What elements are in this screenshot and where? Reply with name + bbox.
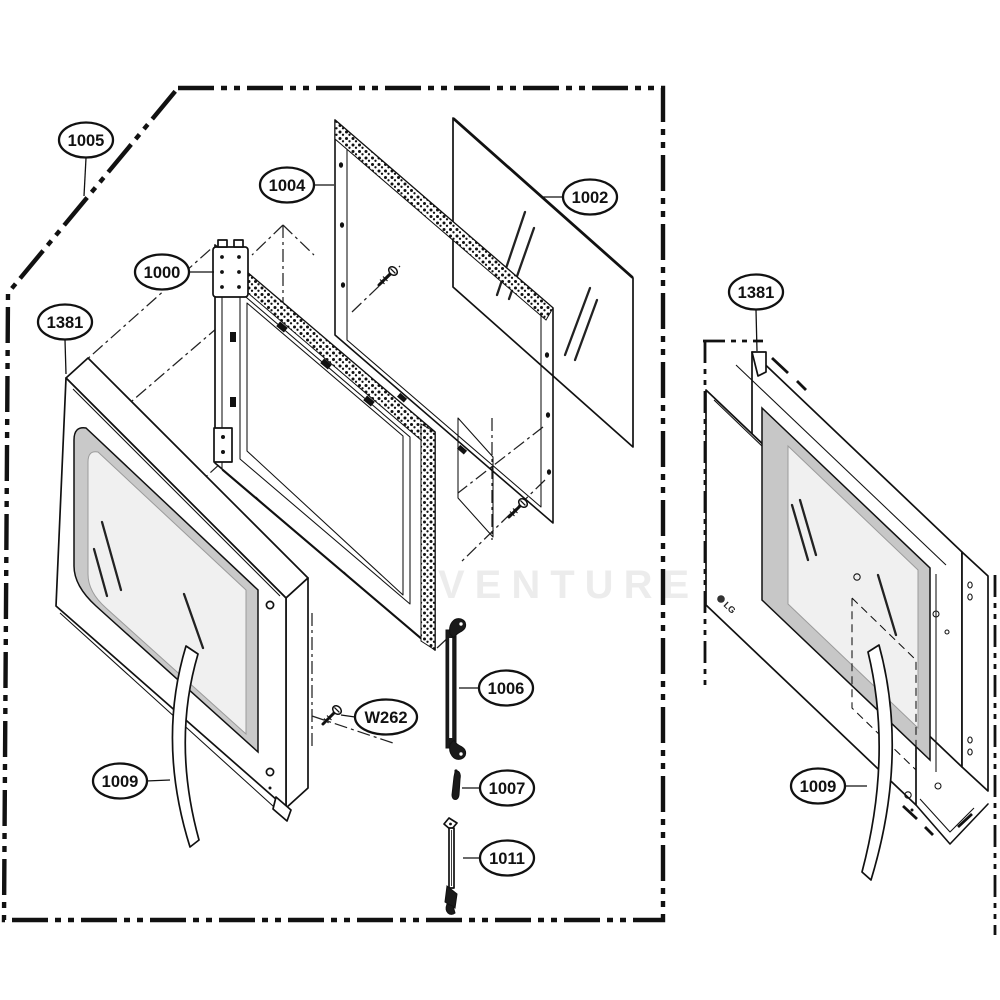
callout-1381-left: 1381 (36, 303, 94, 375)
assembled-door-handle (861, 644, 894, 881)
callout-1381-right: 1381 (727, 273, 785, 352)
callout-1011: 1011 (463, 839, 536, 877)
latch-lever-1011 (443, 817, 458, 915)
latch-pin-1007 (451, 769, 461, 800)
screw-middle-icon (507, 495, 531, 519)
callouts: 1005 1004 1002 1000 1381 1009 (36, 121, 867, 877)
latch-film-sheet (457, 417, 494, 538)
door-glass-1002 (452, 117, 634, 448)
svg-text:W262: W262 (364, 709, 407, 727)
door-body-1000 (212, 239, 436, 651)
panel-phantom-border (1, 85, 666, 923)
door-latch-1006 (445, 618, 467, 760)
inner-sheet (851, 597, 917, 771)
screw-top-icon (377, 263, 401, 287)
screw-w262-icon (321, 702, 345, 726)
exploded-view-panel (1, 85, 666, 923)
callout-1006: 1006 (459, 669, 535, 707)
svg-text:1005: 1005 (68, 132, 105, 150)
assembled-door-view: LG (703, 339, 997, 935)
callout-1009-right: 1009 (789, 767, 867, 805)
svg-text:1009: 1009 (102, 773, 139, 791)
svg-text:1006: 1006 (488, 680, 525, 698)
svg-text:1381: 1381 (47, 314, 84, 332)
callout-1005: 1005 (57, 121, 115, 197)
callout-1000: 1000 (133, 253, 214, 291)
callout-w262: W262 (340, 698, 419, 736)
callout-1007: 1007 (462, 769, 536, 807)
choke-cover-1004 (334, 118, 554, 524)
callout-1002: 1002 (542, 178, 619, 216)
watermark-text: VENTURE (438, 563, 699, 607)
svg-text:1011: 1011 (489, 850, 525, 868)
callout-1009-left: 1009 (91, 762, 171, 800)
svg-text:1000: 1000 (144, 264, 181, 282)
svg-text:1002: 1002 (572, 189, 609, 207)
svg-text:1004: 1004 (269, 177, 307, 195)
svg-text:1007: 1007 (489, 780, 526, 798)
svg-text:1381: 1381 (738, 284, 775, 302)
outer-door-1381 (55, 357, 309, 848)
svg-text:1009: 1009 (800, 778, 837, 796)
callout-1004: 1004 (258, 166, 334, 204)
door-handle-1009 (171, 645, 200, 848)
